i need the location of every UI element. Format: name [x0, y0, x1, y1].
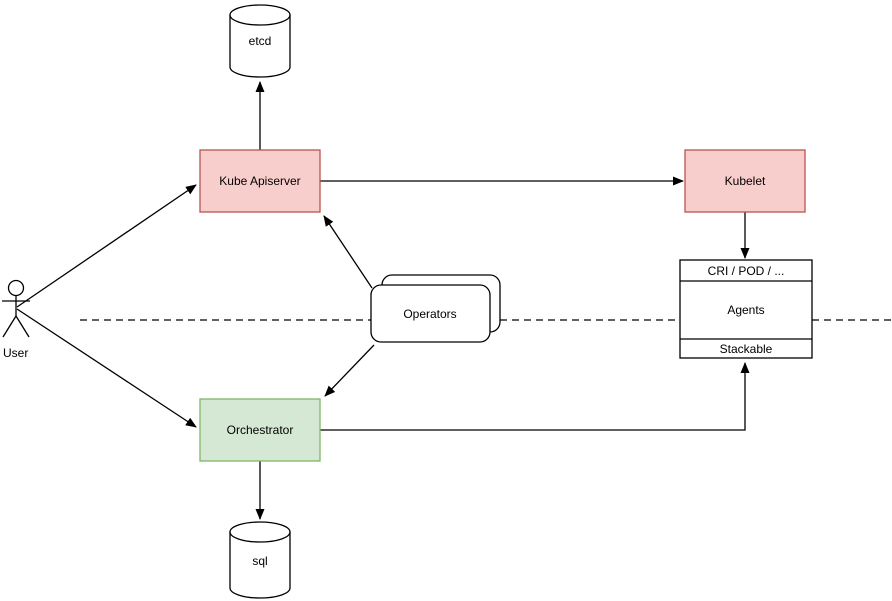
orchestrator-label: Orchestrator — [227, 423, 294, 437]
etcd-label: etcd — [249, 34, 272, 48]
orchestrator-box — [199, 398, 321, 462]
operators-label: Operators — [403, 307, 456, 321]
sql-label: sql — [252, 554, 267, 568]
node-kube-apiserver: Kube Apiserver — [199, 149, 321, 213]
sql-cylinder-rim — [229, 531, 291, 543]
edges-layer — [16, 81, 750, 520]
user-actor-left-leg — [2, 315, 17, 338]
agents-stack-box — [679, 259, 813, 359]
kube-apiserver-label: Kube Apiserver — [219, 174, 300, 188]
operators-front-card — [370, 284, 491, 343]
node-sql: sql — [229, 521, 291, 599]
edge-operators-to-orchestrator — [324, 344, 375, 397]
node-orchestrator: Orchestrator — [199, 398, 321, 462]
etcd-cylinder-shape — [229, 4, 291, 78]
edge-user-to-kube-apiserver — [16, 184, 197, 308]
agents-row-agents-label: Agents — [727, 303, 764, 317]
edge-operators-to-kube-apiserver — [323, 215, 373, 289]
kubelet-label: Kubelet — [725, 174, 766, 188]
node-kubelet: Kubelet — [684, 149, 806, 213]
user-label: User — [3, 346, 28, 360]
etcd-cylinder-rim — [229, 14, 291, 26]
user-actor-right-leg — [15, 315, 30, 338]
agents-row-cri-pod-label: CRI / POD / ... — [708, 264, 785, 278]
kube-apiserver-box — [199, 149, 321, 213]
kubelet-box — [684, 149, 806, 213]
user-actor-head — [7, 279, 25, 297]
node-etcd: etcd — [229, 4, 291, 78]
node-agents-stack: CRI / POD / ... Agents Stackable — [679, 259, 813, 359]
edge-user-to-orchestrator — [16, 308, 197, 428]
agents-row-stackable-label: Stackable — [720, 342, 773, 356]
node-user-actor: User — [2, 279, 30, 360]
edge-orchestrator-to-stackable — [320, 362, 750, 431]
node-operators: Operators — [370, 274, 501, 343]
